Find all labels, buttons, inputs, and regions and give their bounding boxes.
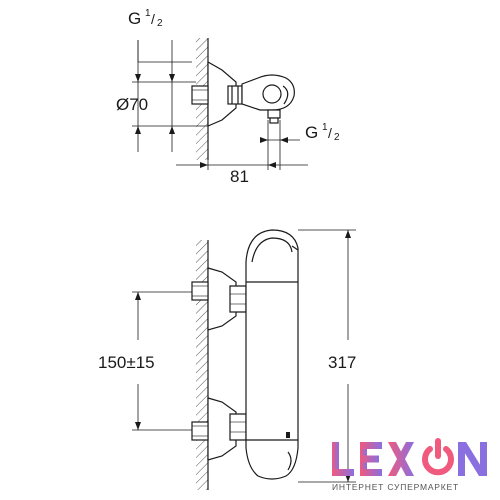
watermark-tagline: ИНТЕРНЕТ СУПЕРМАРКЕТ (332, 482, 459, 492)
connector-upper (207, 267, 237, 331)
outlet-top (267, 109, 281, 119)
mixer-knob-top (262, 84, 282, 104)
label-thread-top-num: 1 (145, 8, 151, 19)
label-thread-right-den: 2 (334, 132, 340, 143)
label-thread-top: G (128, 9, 141, 28)
label-thread-top-slash: / (151, 11, 155, 27)
label-thread-top-den: 2 (157, 18, 163, 29)
label-thread-right-num: 1 (322, 122, 328, 133)
front-view (132, 229, 356, 490)
wall-hatch-front (196, 240, 208, 490)
label-thread-right-slash: / (328, 125, 332, 141)
label-depth: 81 (230, 167, 249, 186)
label-diameter: Ø70 (116, 95, 148, 114)
label-thread-right: G (305, 123, 318, 142)
label-spacing: 150±15 (98, 353, 155, 372)
pipe-stub-top (191, 85, 209, 105)
power-icon (422, 438, 454, 476)
label-height: 317 (328, 353, 356, 372)
top-view (132, 38, 308, 170)
mixer-body-front (245, 229, 299, 480)
connector-nut-top (227, 85, 243, 105)
lexon-logo (332, 438, 487, 476)
lexon-watermark: ИНТЕРНЕТ СУПЕРМАРКЕТ (330, 436, 490, 496)
connector-lower (207, 397, 237, 461)
